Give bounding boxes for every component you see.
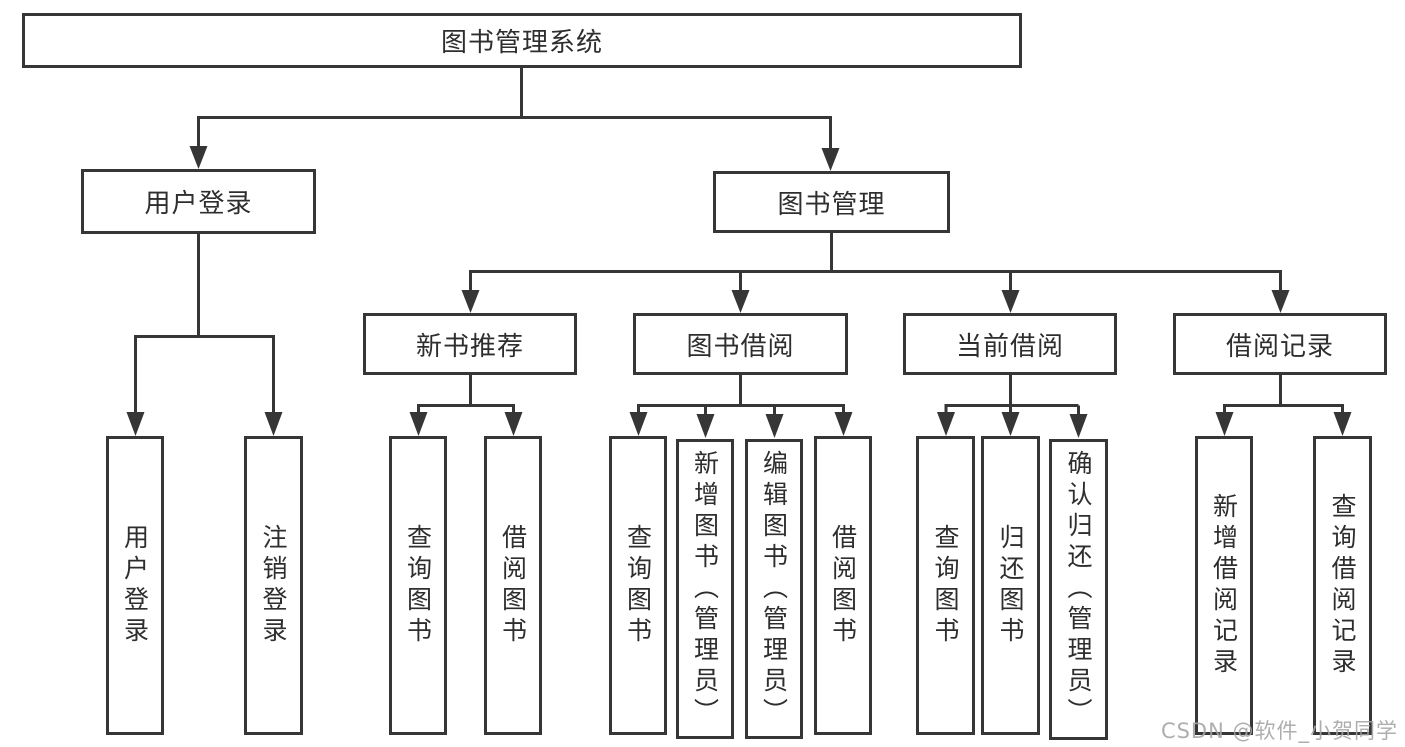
leaf-current-confirm-return-admin: 确认归还（管理员）	[1049, 439, 1108, 740]
node-user-login: 用户登录	[81, 169, 316, 234]
connector-new-book-branch	[409, 375, 523, 436]
connector-borrow-records-branch	[1215, 375, 1352, 436]
leaf-newbook-query-books: 查询图书	[389, 436, 447, 735]
csdn-watermark: CSDN @软件_小贺同学	[1160, 719, 1398, 743]
connector-book-mgmt-branch	[461, 233, 1290, 313]
leaf-borrow-query-books: 查询图书	[609, 436, 667, 735]
leaf-borrow-edit-books-admin: 编辑图书（管理员）	[745, 439, 803, 739]
node-root-library-system: 图书管理系统	[22, 13, 1022, 68]
leaf-records-query-record: 查询借阅记录	[1313, 436, 1372, 735]
node-book-management: 图书管理	[713, 171, 950, 233]
node-borrow-records: 借阅记录	[1173, 313, 1387, 375]
connector-current-borrow-branch	[937, 375, 1088, 438]
connector-root-to-level2	[189, 68, 840, 171]
leaf-current-query-books: 查询图书	[916, 436, 975, 735]
node-new-book-recommend: 新书推荐	[363, 313, 577, 375]
leaf-logout: 注销登录	[244, 436, 303, 735]
connector-user-login-branch	[126, 234, 283, 436]
leaf-newbook-borrow-books: 借阅图书	[484, 436, 542, 735]
leaf-borrow-borrow-books: 借阅图书	[814, 436, 872, 735]
leaf-records-add-record: 新增借阅记录	[1195, 436, 1253, 735]
leaf-borrow-add-books-admin: 新增图书（管理员）	[676, 439, 734, 739]
node-current-borrow: 当前借阅	[903, 313, 1117, 375]
leaf-user-login: 用户登录	[106, 436, 164, 735]
connector-book-borrow-branch	[629, 375, 853, 438]
leaf-current-return-books: 归还图书	[981, 436, 1040, 735]
node-book-borrow: 图书借阅	[633, 313, 848, 375]
